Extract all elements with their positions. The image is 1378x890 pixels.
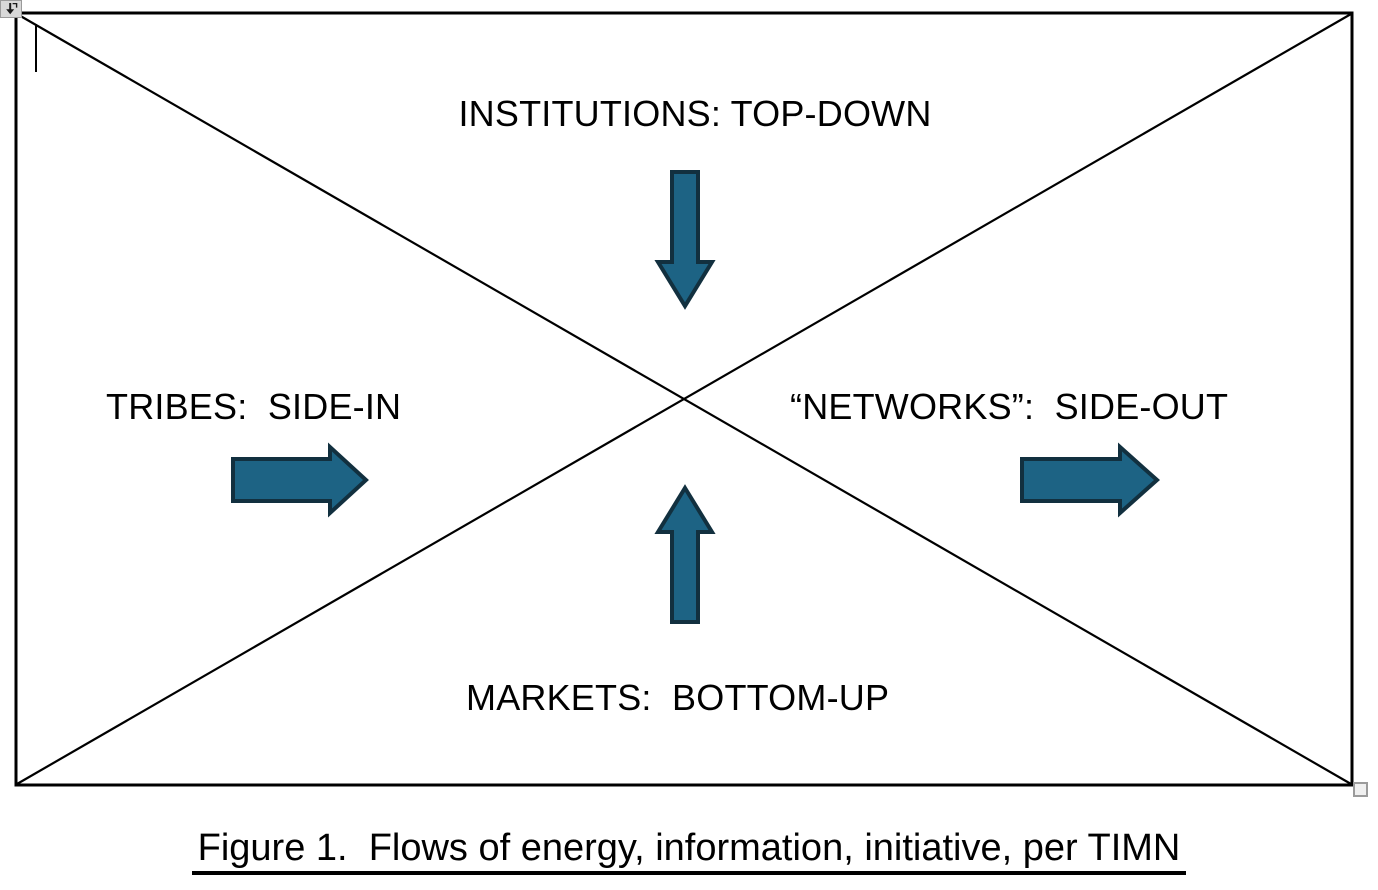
text-caret	[35, 24, 37, 72]
label-tribes: TRIBES: SIDE-IN	[106, 386, 402, 427]
side-in-arrow[interactable]	[231, 442, 369, 518]
object-anchor-button[interactable]	[0, 0, 22, 18]
anchor-down-arrow-icon	[6, 2, 18, 14]
figure-caption: Figure 1. Flows of energy, information, …	[0, 825, 1378, 875]
label-institutions: INSTITUTIONS: TOP-DOWN	[458, 93, 932, 134]
figure-caption-text: Figure 1. Flows of energy, information, …	[191, 827, 1187, 875]
label-networks: “NETWORKS”: SIDE-OUT	[790, 386, 1229, 427]
label-markets: MARKETS: BOTTOM-UP	[466, 677, 890, 718]
top-down-arrow[interactable]	[654, 170, 716, 310]
side-out-arrow[interactable]	[1020, 442, 1161, 518]
bottom-up-arrow[interactable]	[654, 484, 716, 624]
resize-handle-bottom-right[interactable]	[1353, 782, 1368, 797]
